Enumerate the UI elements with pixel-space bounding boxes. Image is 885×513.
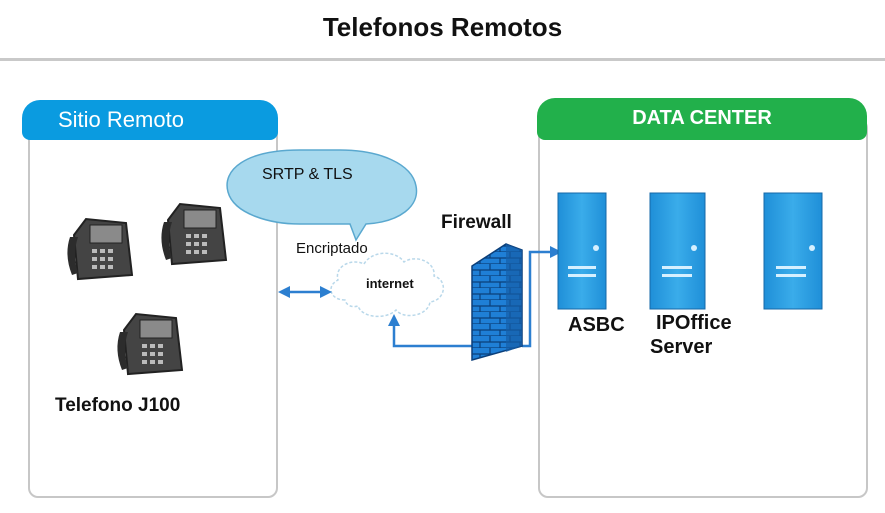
- link-arrowhead: [388, 314, 400, 326]
- diagram-title: Telefonos Remotos: [322, 12, 563, 42]
- phone-label: Telefono J100: [55, 395, 181, 416]
- firewall-icon: [471, 243, 523, 361]
- desk-phone-icon: [117, 312, 184, 376]
- speech-bubble: [226, 149, 418, 242]
- datacenter-header-label: DATA CENTER: [632, 107, 772, 129]
- datacenter-header: DATA CENTER: [537, 98, 867, 140]
- desk-phone-icon: [67, 217, 134, 281]
- server-icon: [649, 192, 706, 310]
- title-divider: [0, 58, 885, 61]
- cloud-label: internet: [366, 276, 414, 291]
- bidirectional-link-arrow: [278, 286, 332, 298]
- server-icon: [763, 192, 823, 310]
- encryption-label: Encriptado: [296, 240, 368, 257]
- cloud-icon: [330, 252, 444, 318]
- firewall-label: Firewall: [441, 212, 512, 233]
- remote-site-header-label: Sitio Remoto: [58, 107, 184, 132]
- server-label-asbc: ASBC: [568, 314, 625, 336]
- desk-phone-icon: [161, 202, 228, 266]
- server-label-ipoffice-line2: Server: [650, 336, 713, 358]
- server-icon: [557, 192, 607, 310]
- network-link-line: [392, 250, 556, 348]
- remote-site-header: Sitio Remoto: [22, 100, 278, 140]
- link-arrowhead: [550, 246, 562, 258]
- server-label-ipoffice: IPOffice: [656, 312, 732, 334]
- bubble-text: SRTP & TLS: [262, 166, 353, 183]
